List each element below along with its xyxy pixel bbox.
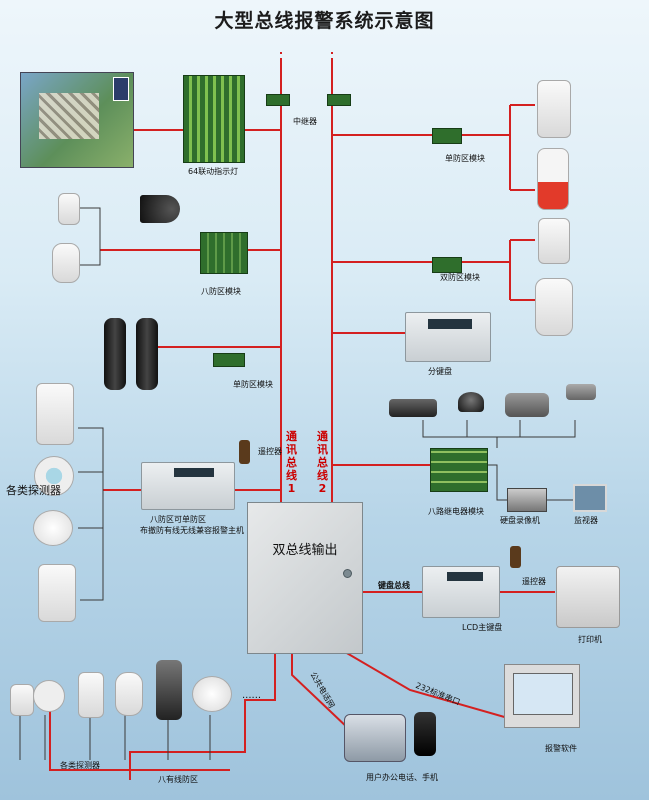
- dvr-device: [507, 488, 547, 512]
- monitor-device: [573, 484, 607, 512]
- strobe-siren-icon: [537, 148, 569, 210]
- host-label-1: 八防区可单防区: [150, 515, 206, 524]
- host-label-2: 布撤防有线无线兼容报警主机: [140, 526, 244, 535]
- single-zone-module-board: [432, 128, 462, 144]
- sub-keypad-device: [405, 312, 491, 362]
- dvr-label: 硬盘录像机: [500, 516, 540, 525]
- eight-zone-module-board: [200, 232, 248, 274]
- repeater-board-2: [327, 94, 351, 106]
- smoke-detector-icon: [33, 510, 73, 546]
- dual-bus-output-label: 双总线输出: [272, 543, 338, 558]
- beam-detector-icon: [104, 318, 126, 390]
- remote-label-1: 遥控器: [258, 447, 282, 456]
- pir-detector-icon: [538, 218, 570, 264]
- eight-zone-label: 八防区模块: [201, 287, 241, 296]
- dome-camera-icon: [458, 392, 484, 412]
- bus1-label: 通讯总线1: [286, 430, 297, 495]
- detectors-label-bottom: 各类探测器: [60, 761, 100, 770]
- bullet-camera-icon: [389, 399, 437, 417]
- relay-module-label: 八路继电器模块: [428, 507, 484, 516]
- pir-detector-icon: [535, 278, 573, 336]
- lcd-keypad-label: LCD主键盘: [462, 623, 503, 632]
- ir-camera-icon: [505, 393, 549, 417]
- repeater-label: 中继器: [293, 117, 317, 126]
- cctv-camera-icon: [566, 384, 596, 400]
- eight-wired-zone-label: 八有线防区: [158, 775, 198, 784]
- single-zone-module-board: [213, 353, 245, 367]
- led-indicator-board: [183, 75, 245, 163]
- user-phone-label: 用户办公电话、手机: [366, 773, 438, 782]
- remote-label-2: 遥控器: [522, 577, 546, 586]
- remote-control-icon: [510, 546, 521, 568]
- more-dots: ......: [242, 690, 262, 701]
- single-zone-label-left: 单防区模块: [233, 380, 273, 389]
- pir-detector-icon: [52, 243, 80, 283]
- printer-label: 打印机: [578, 635, 602, 644]
- detectors-label-left: 各类探测器: [6, 484, 61, 497]
- dual-zone-label: 双防区模块: [440, 273, 480, 282]
- repeater-board-1: [266, 94, 290, 106]
- page-title: 大型总线报警系统示意图: [214, 10, 435, 32]
- beam-detector-icon: [136, 318, 158, 390]
- ceiling-detector-icon: [33, 680, 65, 712]
- siren-horn-icon: [140, 195, 180, 223]
- lcd-keypad-device: [422, 566, 500, 618]
- remote-control-icon: [239, 440, 250, 464]
- pir-detector-icon: [36, 383, 74, 445]
- sub-keypad-label: 分键盘: [428, 367, 452, 376]
- alarm-host-panel: [141, 462, 235, 510]
- pir-detector-icon: [38, 564, 76, 622]
- dual-zone-module-board: [432, 257, 462, 273]
- dual-tech-detector-icon: [156, 660, 182, 720]
- pir-detector-icon: [78, 672, 104, 718]
- pir-detector-icon: [10, 684, 34, 716]
- alarm-software-pc: [504, 664, 580, 728]
- led-indicator-label: 64联动指示灯: [188, 167, 239, 176]
- mobile-phone-icon: [414, 712, 436, 756]
- smoke-detector-icon: [192, 676, 232, 712]
- keypad-bus-label: 键盘总线: [378, 581, 410, 590]
- pir-detector-icon: [537, 80, 571, 138]
- cabinet-lock-icon: [343, 569, 352, 578]
- site-map-image: [20, 72, 134, 168]
- single-zone-label-right: 单防区模块: [445, 154, 485, 163]
- bus2-label: 通讯总线2: [317, 430, 328, 495]
- alarm-software-label: 报警软件: [545, 744, 577, 753]
- ceiling-detector-icon: [34, 456, 74, 496]
- pir-detector-icon: [115, 672, 143, 716]
- monitor-label: 监视器: [574, 516, 598, 525]
- relay-module-board: [430, 448, 488, 492]
- printer-device: [556, 566, 620, 628]
- dual-bus-output-cabinet: 双总线输出: [247, 502, 363, 654]
- pir-detector-icon: [58, 193, 80, 225]
- office-phone-icon: [344, 714, 406, 762]
